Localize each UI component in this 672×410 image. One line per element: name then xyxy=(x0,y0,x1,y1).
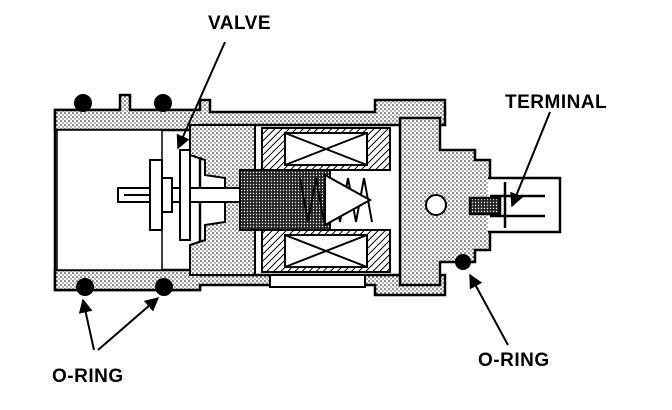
o-ring-left-label: O-RING xyxy=(52,366,124,387)
solenoid-coil xyxy=(261,127,391,273)
leader-lines xyxy=(78,41,551,351)
bottom-flange xyxy=(269,274,366,288)
terminal-connector xyxy=(468,176,562,234)
cone xyxy=(324,173,373,227)
o-ring-left-leader-2 xyxy=(97,297,160,351)
o-ring-top-left xyxy=(74,94,92,112)
valve-seat-block xyxy=(189,124,256,276)
valve-label: VALVE xyxy=(208,13,272,34)
o-ring-left-set xyxy=(74,94,173,296)
valve-leader xyxy=(176,41,226,150)
terminal-label: TERMINAL xyxy=(505,92,608,113)
o-ring-bottom-left xyxy=(76,278,94,296)
o-ring-top-right xyxy=(154,94,172,112)
o-ring-right-leader xyxy=(469,273,509,346)
o-ring-bottom-right xyxy=(155,278,173,296)
check-ball xyxy=(425,194,447,216)
o-ring-left-leader-1 xyxy=(78,298,95,351)
terminal-leader xyxy=(510,111,551,208)
o-ring-right-label: O-RING xyxy=(478,350,550,371)
valve-stem xyxy=(117,149,269,241)
o-ring-right xyxy=(455,254,471,270)
